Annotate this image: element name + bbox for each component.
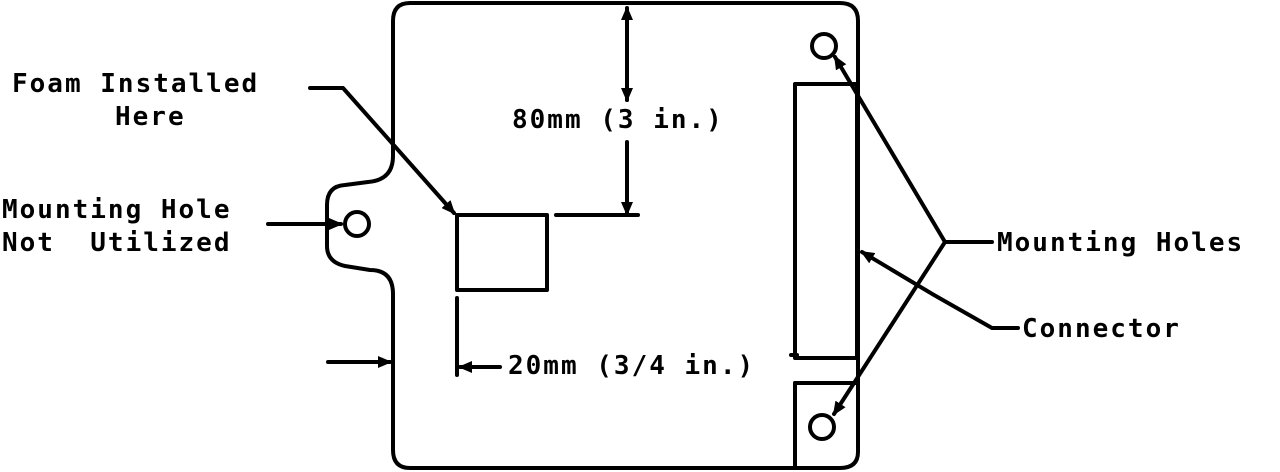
label-foam-line2: Here (115, 102, 186, 132)
label-mounting-hole-line2: Not Utilized (2, 228, 232, 258)
connector-body (793, 82, 859, 360)
mounting-hole-left (343, 210, 371, 238)
mounting-hole-bottom-right (808, 413, 836, 441)
mounting-holes-leader-top (833, 55, 947, 244)
board-outline (325, 1, 860, 470)
label-dim-vertical: 80mm (3 in.) (512, 105, 724, 135)
foam-leader (308, 86, 456, 215)
label-foam-line1: Foam Installed (12, 69, 259, 99)
mounting-hole-top-right (810, 32, 838, 60)
mounting-holes-leader-bottom (832, 240, 947, 416)
connector-leader (860, 250, 1020, 330)
label-mounting-holes: Mounting Holes (997, 228, 1244, 258)
foam-area (455, 213, 549, 292)
label-connector: Connector (1022, 314, 1181, 344)
label-mounting-hole-line1: Mounting Hole (2, 195, 232, 225)
label-dim-horizontal: 20mm (3/4 in.) (508, 351, 755, 381)
